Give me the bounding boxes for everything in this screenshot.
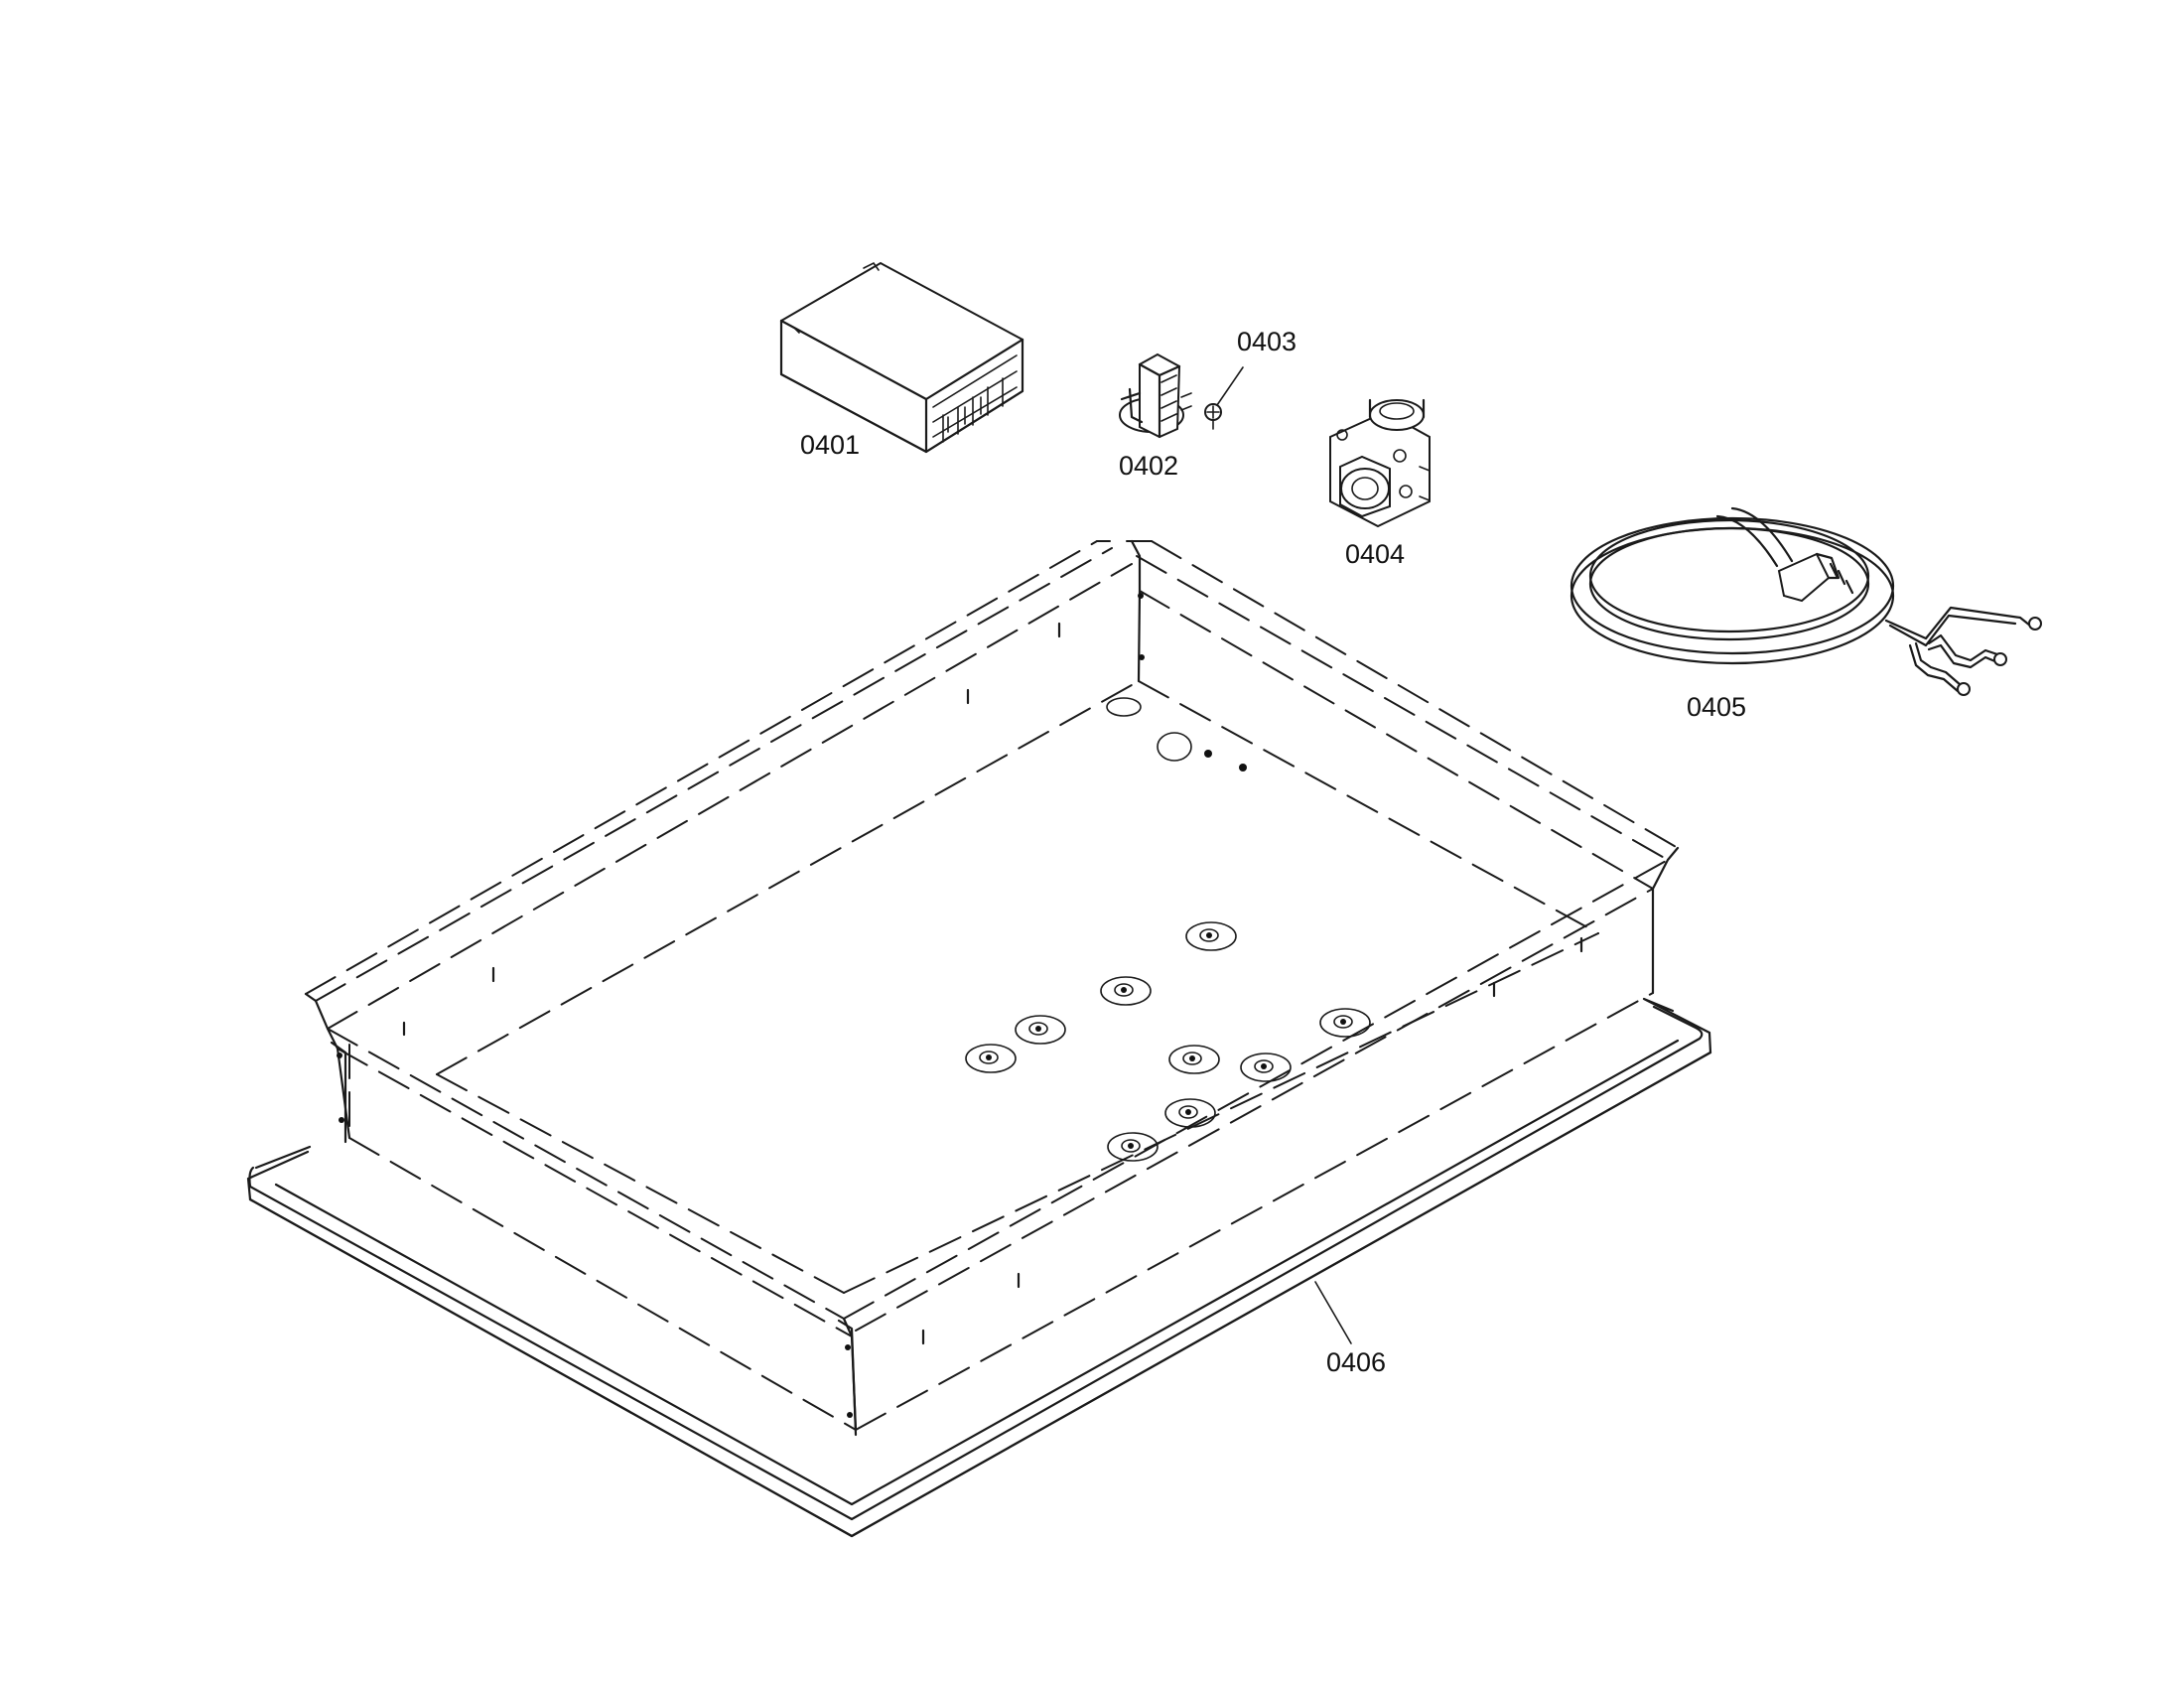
callout-0405: 0405 bbox=[1687, 692, 1746, 722]
callout-0402: 0402 bbox=[1119, 451, 1178, 481]
gasket-leader-line bbox=[1314, 1281, 1352, 1344]
burner-opening bbox=[965, 1044, 1017, 1073]
burner-opening bbox=[1107, 1132, 1159, 1162]
pressure-regulator-part bbox=[1329, 398, 1431, 528]
burner-openings bbox=[965, 921, 1371, 1162]
gasket-frame bbox=[246, 997, 1712, 1538]
callout-0403: 0403 bbox=[1237, 327, 1297, 356]
burner-opening bbox=[1015, 1015, 1066, 1045]
power-cord-part bbox=[1570, 506, 2042, 696]
burner-opening bbox=[1185, 921, 1237, 951]
callout-0401: 0401 bbox=[800, 430, 860, 460]
burner-opening bbox=[1240, 1052, 1292, 1082]
burner-opening bbox=[1319, 1008, 1371, 1038]
cooktop-tray bbox=[304, 539, 1680, 1437]
callout-0406: 0406 bbox=[1326, 1347, 1386, 1377]
burner-opening bbox=[1100, 976, 1152, 1006]
screw-part bbox=[1204, 366, 1244, 430]
terminal-block-part bbox=[1119, 352, 1192, 439]
callout-0404: 0404 bbox=[1345, 539, 1405, 569]
control-module-part bbox=[779, 261, 1024, 454]
burner-opening bbox=[1168, 1045, 1220, 1074]
burner-opening bbox=[1164, 1098, 1216, 1128]
